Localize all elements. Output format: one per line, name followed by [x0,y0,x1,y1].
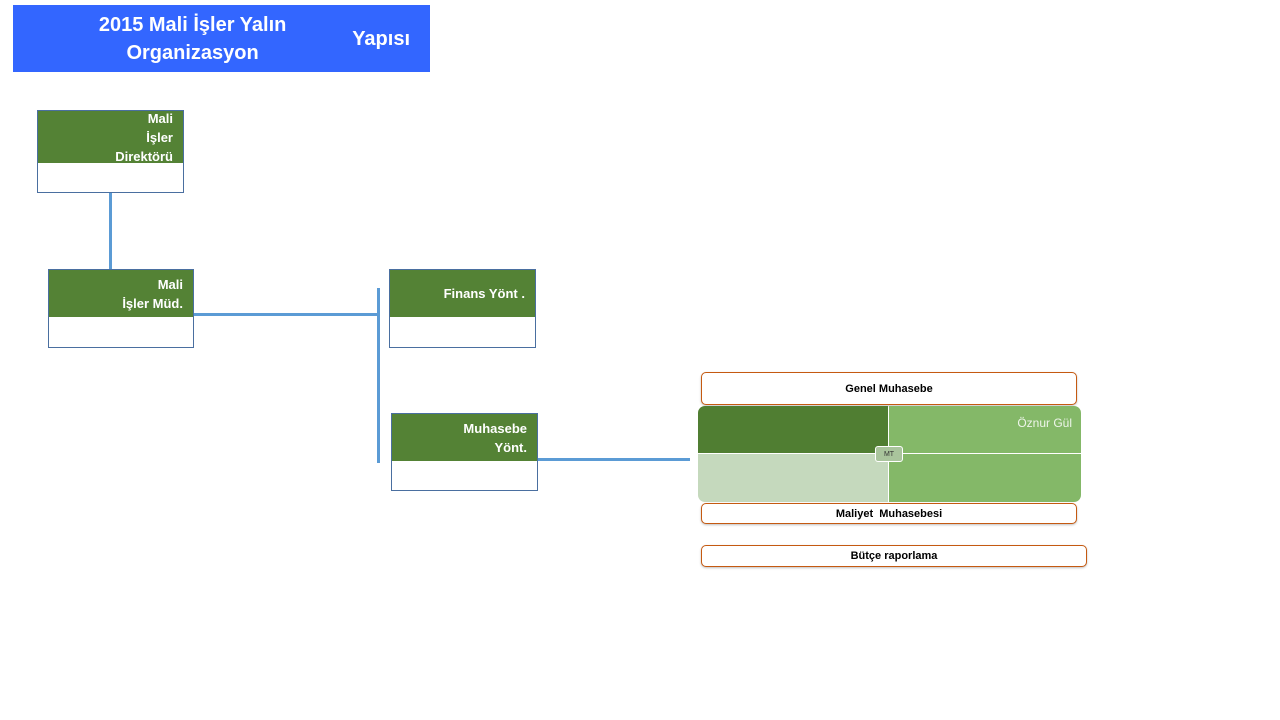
node-header: Finans Yönt . [390,270,535,317]
matrix-center-badge: MT [875,446,903,462]
node-finans-yont[interactable]: Finans Yönt . [389,269,536,348]
section-label: Genel Muhasebe [845,382,933,395]
node-header: Mali İşler Direktörü [38,110,183,164]
matrix-quadrant-bottom-left [698,454,888,502]
node-label-line: Mali [147,110,173,126]
section-label: Maliyet Muhasebesi [835,507,943,520]
matrix-center-label: MT [883,450,895,458]
section-maliyet-muhasebesi[interactable]: Maliyet Muhasebesi [701,503,1077,524]
matrix-quadrant-bottom-right [889,454,1081,502]
connector-director-to-manager [109,192,112,270]
page-title-line-2: Yapısı [352,27,410,50]
node-mali-isler-mudur[interactable]: Mali İşler Müd. [48,269,194,348]
person-name: Öznur Gül [1017,416,1072,430]
page-title-line-1: 2015 Mali İşler Yalın Organizasyon [98,13,287,64]
node-label: Finans Yönt . [443,286,525,301]
section-butce-raporlama[interactable]: Bütçe raporlama [701,545,1087,567]
connector-vertical-bus [377,288,380,463]
node-label-line: İşler Müd. [122,295,183,311]
node-label-line: Direktörü [115,148,173,164]
node-label-line: İşler [146,129,173,145]
node-muhasebe-yont[interactable]: Muhasebe Yönt. [391,413,538,491]
node-mali-isler-direktoru[interactable]: Mali İşler Direktörü [37,110,184,193]
matrix-quadrant-top-left [698,406,888,453]
node-label-line: Yönt. [494,439,528,455]
page-title: 2015 Mali İşler Yalın Organizasyon Yapıs… [13,5,430,72]
node-label-line: Muhasebe [463,420,527,436]
node-label-line: Mali [157,276,183,292]
team-matrix: Öznur Gül [698,406,1081,502]
matrix-quadrant-top-right: Öznur Gül [889,406,1081,453]
connector-manager-to-bus [193,313,378,316]
node-header: Mali İşler Müd. [49,270,193,317]
section-genel-muhasebe[interactable]: Genel Muhasebe [701,372,1077,405]
node-header: Muhasebe Yönt. [392,414,537,461]
section-label: Bütçe raporlama [850,550,938,562]
connector-muhasebe-to-matrix [538,458,690,461]
